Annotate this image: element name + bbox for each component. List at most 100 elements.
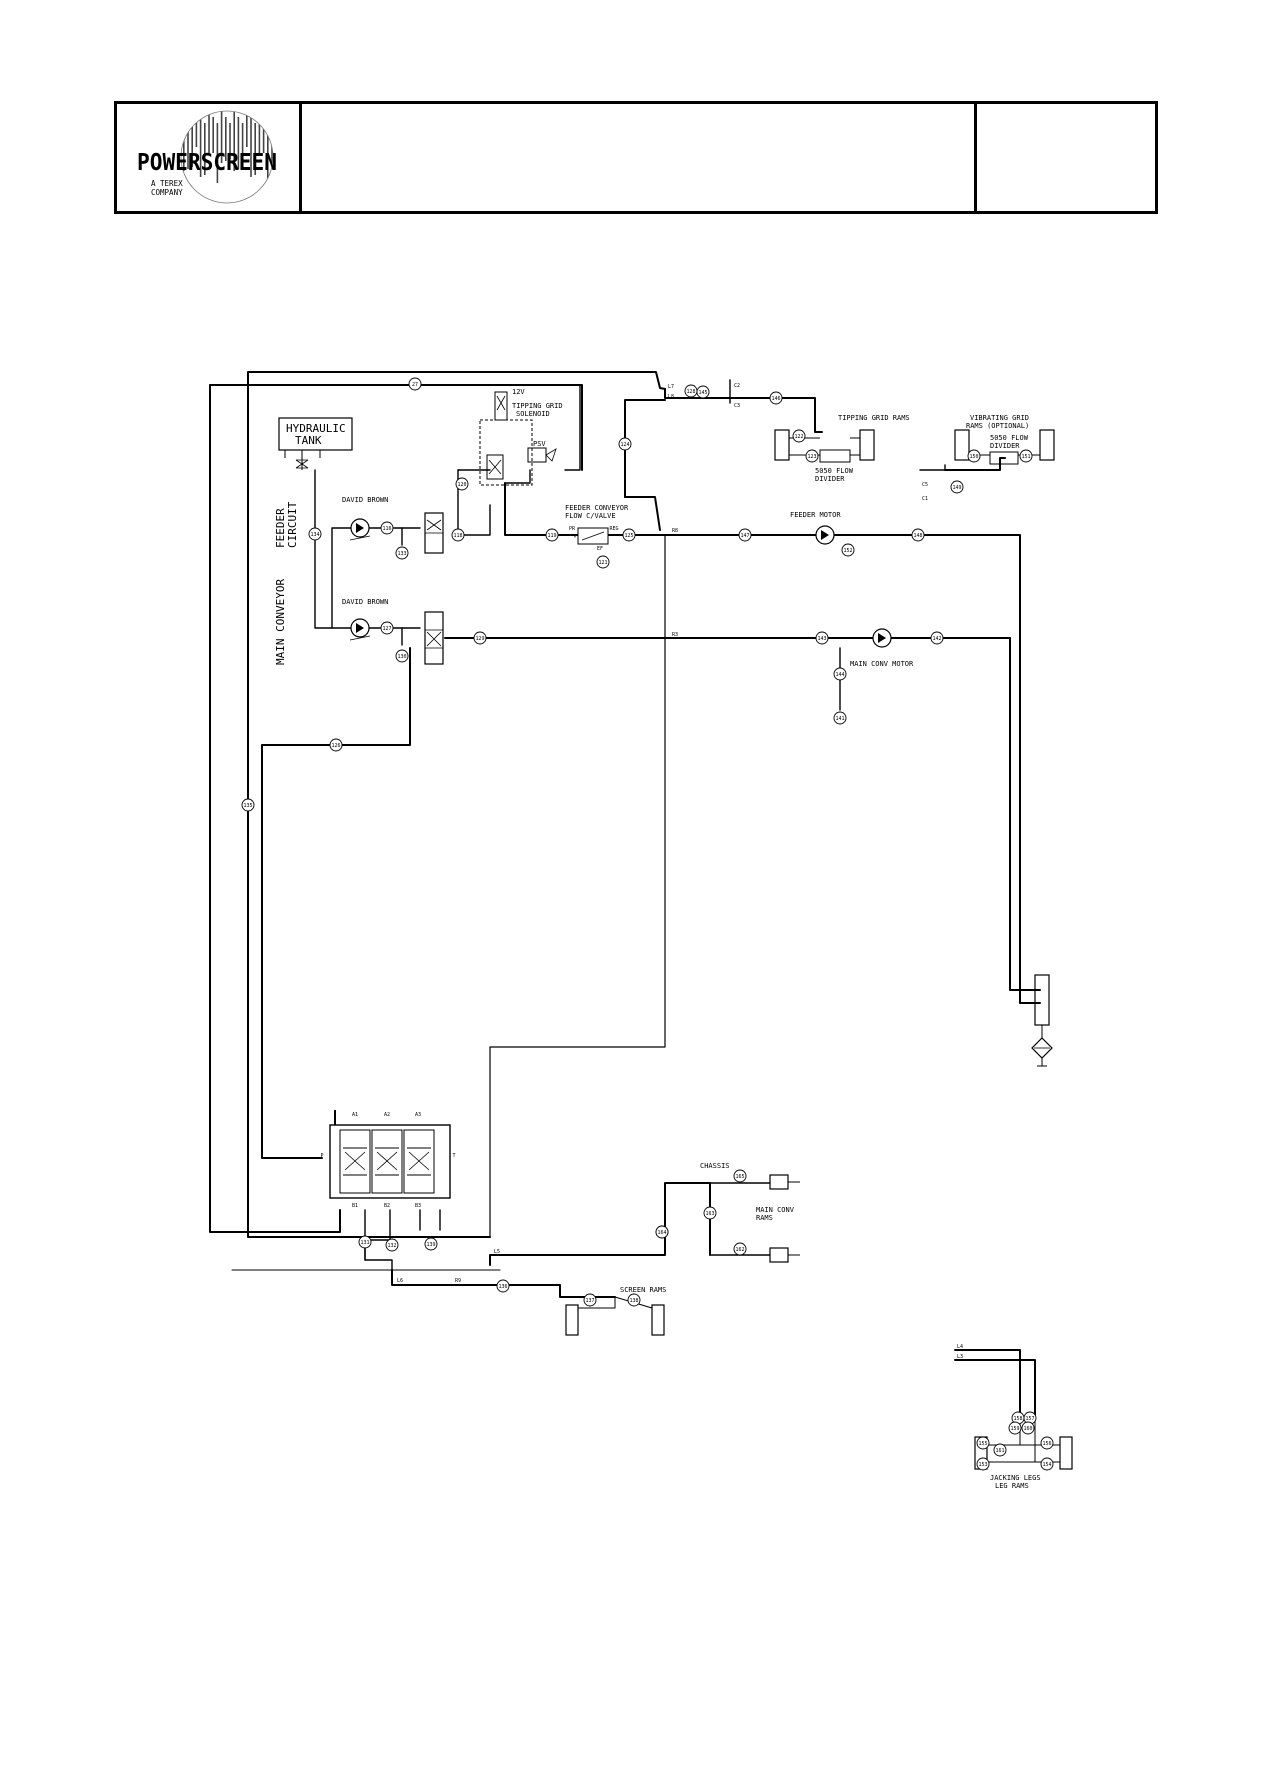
pipe-marker-label: 156	[1042, 1441, 1051, 1447]
pipe-marker-label: 27	[412, 382, 418, 388]
pipe-marker-146: 146	[769, 391, 783, 405]
port-c3: C3	[734, 403, 740, 409]
pipe-marker-121: 121	[596, 555, 610, 569]
logo-stripe	[212, 117, 214, 153]
pipe-marker-label: 160	[1023, 1426, 1032, 1432]
port-reg: REG	[609, 526, 618, 532]
pipe-marker-142: 142	[930, 631, 944, 645]
port-b3: B3	[415, 1203, 421, 1209]
pipe-marker-119: 119	[545, 528, 559, 542]
pipe-marker-label: 134	[310, 532, 319, 538]
logo-stripe	[216, 123, 219, 183]
drawing-title-cell	[302, 104, 977, 211]
pipe-pump-suction	[331, 527, 353, 629]
pipe-118	[457, 469, 491, 536]
port-c1: C1	[922, 496, 928, 502]
main-conveyor-label: MAIN CONVEYOR	[274, 579, 287, 665]
pipe-marker-145: 145	[696, 385, 710, 399]
pipe-solenoid-return	[564, 384, 581, 471]
pipe-marker-162: 162	[733, 1242, 747, 1256]
pipe-marker-label: 121	[598, 560, 607, 566]
pipe-screen-rams	[391, 1269, 616, 1298]
pipe-164	[489, 1182, 711, 1266]
pipe-marker-label: 148	[913, 533, 922, 539]
pipe-marker-118: 118	[451, 528, 465, 542]
return-manifold-icon	[1034, 974, 1050, 1038]
pipe-marker-127: 127	[380, 621, 394, 635]
pipe-marker-label: 147	[740, 533, 749, 539]
pipe-147-148	[574, 534, 1041, 1004]
port-l3: L3	[957, 1354, 963, 1360]
pipe-marker-label: 152	[843, 548, 852, 554]
pipe-marker-138: 138	[627, 1293, 641, 1307]
pipe-marker-149: 149	[950, 480, 964, 494]
pipe-marker-label: 123	[807, 454, 816, 460]
main-rams-label-1: MAIN CONV	[756, 1206, 795, 1214]
pipe-marker-137: 137	[583, 1293, 597, 1307]
pipe-marker-label: 131	[360, 1240, 369, 1246]
pipe-marker-159: 159	[1008, 1421, 1022, 1435]
port-a3: A3	[415, 1112, 421, 1118]
port-r9: R9	[455, 1278, 461, 1284]
jacking-label-2: LEG RAMS	[995, 1482, 1029, 1490]
directional-valve-main-icon	[424, 611, 444, 665]
pipe-marker-128: 128	[684, 384, 698, 398]
logo-stripe	[267, 123, 269, 183]
pipe-marker-label: 129	[475, 636, 484, 642]
pipe-138	[247, 379, 491, 1238]
port-l8: L8	[668, 394, 674, 400]
pipe-marker-124: 124	[618, 437, 632, 451]
tank-label-2: TANK	[295, 434, 322, 447]
pipe-marker-label: 132	[387, 1243, 396, 1249]
pipe-marker-156: 156	[1040, 1436, 1054, 1450]
pipe-marker-133: 133	[395, 546, 409, 560]
tipping-rams-icon	[774, 429, 875, 463]
pump-main-icon	[349, 618, 371, 641]
pipe-b1	[364, 1209, 393, 1271]
david-brown-label-1: DAVID BROWN	[342, 496, 388, 504]
pipe-solenoid-out	[504, 469, 531, 484]
port-a2: A2	[384, 1112, 390, 1118]
pipe-27	[209, 384, 583, 471]
pipe-marker-label: 135	[243, 803, 252, 809]
pipe-marker-label: 150	[969, 454, 978, 460]
pipe-marker-label: 119	[547, 533, 556, 539]
return-filter-icon	[1031, 1037, 1053, 1067]
pipe-marker-label: 137	[585, 1298, 594, 1304]
david-brown-label-2: DAVID BROWN	[342, 598, 388, 606]
pipe-marker-label: 143	[817, 636, 826, 642]
logo-stripe	[225, 117, 227, 161]
pipe-marker-154: 154	[1040, 1457, 1054, 1471]
pipe-marker-label: 118	[453, 533, 462, 539]
port-r3: R3	[672, 632, 678, 638]
pipe-marker-164: 164	[655, 1225, 669, 1239]
pipe-marker-147: 147	[738, 528, 752, 542]
pipe-124-down	[624, 496, 661, 531]
pipe-marker-label: 125	[624, 533, 633, 539]
pipe-l4	[954, 1349, 1021, 1416]
pipe-marker-label: 149	[952, 485, 961, 491]
pipe-marker-152: 152	[841, 543, 855, 557]
tipping-solenoid-block	[479, 391, 557, 486]
pipe-marker-155: 155	[976, 1436, 990, 1450]
pipe-marker-label: 165	[735, 1174, 744, 1180]
pipe-marker-135: 135	[241, 798, 255, 812]
pipe-marker-label: 153	[978, 1462, 987, 1468]
pipe-marker-label: 151	[1021, 454, 1030, 460]
divider-label-1: 5050 FLOW	[815, 467, 854, 475]
pipe-marker-144: 144	[833, 667, 847, 681]
port-l5: L5	[494, 1249, 500, 1255]
pipe-marker-label: 145	[698, 390, 707, 396]
logo-stripe	[254, 123, 256, 175]
pipe-marker-126: 126	[329, 738, 343, 752]
pipe-marker-131: 131	[358, 1235, 372, 1249]
pipe-marker-label: 142	[932, 636, 941, 642]
pipe-tipping-rams	[664, 388, 823, 433]
bank-valve-icon	[329, 1110, 451, 1199]
feeder-motor-icon	[815, 525, 835, 545]
port-l7: L7	[668, 384, 674, 390]
pipe-marker-label: 124	[620, 442, 629, 448]
hydraulic-tank: HYDRAULIC TANK	[278, 417, 353, 470]
logo-stripe	[220, 111, 223, 163]
screen-rams-label: SCREEN RAMS	[620, 1286, 666, 1294]
